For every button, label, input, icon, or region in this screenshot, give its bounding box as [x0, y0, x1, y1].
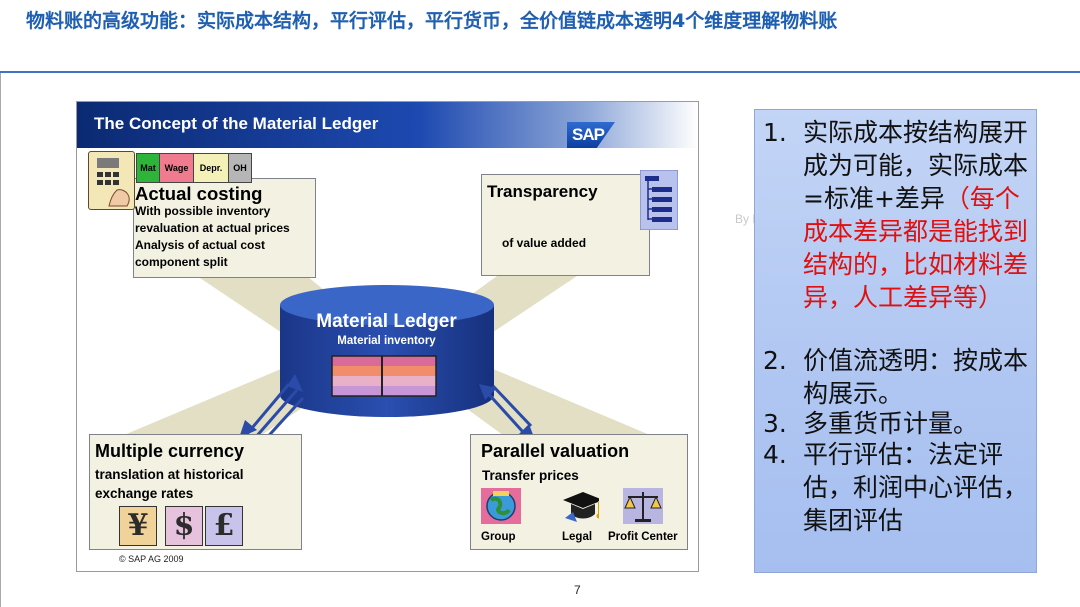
- diagram-header: The Concept of the Material Ledger SAP: [77, 102, 698, 148]
- material-ledger-title: Material Ledger: [316, 311, 457, 332]
- notes-panel: 1. 实际成本按结构展开成为可能，实际成本=标准+差异（每个成本差异都是能找到结…: [754, 109, 1037, 573]
- material-ledger-diagram: The Concept of the Material Ledger SAP A…: [76, 101, 699, 572]
- page-number: 7: [574, 583, 581, 597]
- calculator-graphic: [97, 158, 130, 207]
- scales-icon: [623, 488, 663, 524]
- note-4-text: 平行评估：法定评估，利润中心评估，集团评估: [803, 440, 1029, 535]
- graduation-cap-icon: [563, 492, 599, 522]
- transparency-box: Transparency of value added: [481, 174, 650, 276]
- material-ledger-subtitle: Material inventory: [337, 335, 436, 347]
- transparency-text: of value added: [502, 236, 587, 250]
- parallel-valuation-title: Parallel valuation: [481, 441, 630, 461]
- sap-logo: SAP: [567, 122, 615, 148]
- transparency-title: Transparency: [487, 182, 598, 201]
- actual-costing-box: Actual costing With possible inventory r…: [133, 178, 316, 278]
- cost-component-depr: Depr.: [193, 153, 229, 183]
- note-2-text: 价值流透明：按成本构展示。: [803, 346, 1029, 408]
- sap-logo-text: SAP: [572, 125, 605, 144]
- group-label: Group: [481, 531, 516, 543]
- yen-icon: ¥: [119, 506, 157, 546]
- note-1-highlight: （每个成本差异都是能找到结构的，比如材料差异，人工差异等）: [803, 184, 1029, 312]
- note-number: 1.: [763, 118, 787, 147]
- material-ledger-cylinder: [280, 285, 494, 417]
- slide-left-border: [0, 73, 1, 607]
- title-divider: [0, 71, 1080, 73]
- multiple-currency-text: translation at historical exchange rates: [95, 467, 244, 501]
- note-number: 2.: [763, 346, 787, 375]
- diagram-title: The Concept of the Material Ledger: [94, 114, 379, 133]
- dollar-icon: $: [165, 506, 203, 546]
- profit-center-label: Profit Center: [608, 531, 678, 543]
- actual-costing-text: With possible inventory revaluation at a…: [135, 204, 290, 269]
- arrow-left-icon: [239, 374, 305, 442]
- note-text: 实际成本按结构展开成为可能，实际成本=标准+差异（每个成本差异都是能找到结构的，…: [803, 116, 1031, 314]
- copyright-note: © SAP AG 2009: [119, 554, 184, 564]
- hierarchy-icon: [640, 170, 678, 230]
- note-number: 4.: [763, 440, 787, 469]
- legal-label: Legal: [562, 531, 593, 543]
- multiple-currency-title: Multiple currency: [95, 441, 245, 461]
- calculator-icon: [88, 151, 135, 210]
- note-1-text: 实际成本按结构展开成为可能，实际成本=标准+差异: [803, 118, 1029, 213]
- inventory-stack-icon: [331, 355, 437, 397]
- pound-icon: £: [205, 506, 243, 546]
- note-3-text: 多重货币计量。: [803, 409, 979, 438]
- actual-costing-title: Actual costing: [135, 183, 263, 204]
- globe-icon: [481, 488, 521, 524]
- parallel-valuation-text: Transfer prices: [482, 468, 579, 483]
- cost-component-mat: Mat: [136, 153, 160, 183]
- slide-title: 物料账的高级功能：实际成本结构，平行评估，平行货币，全价值链成本透明4个维度理解…: [26, 10, 838, 32]
- cost-component-wage: Wage: [159, 153, 194, 183]
- note-number: 3.: [763, 409, 787, 438]
- cost-component-oh: OH: [228, 153, 252, 183]
